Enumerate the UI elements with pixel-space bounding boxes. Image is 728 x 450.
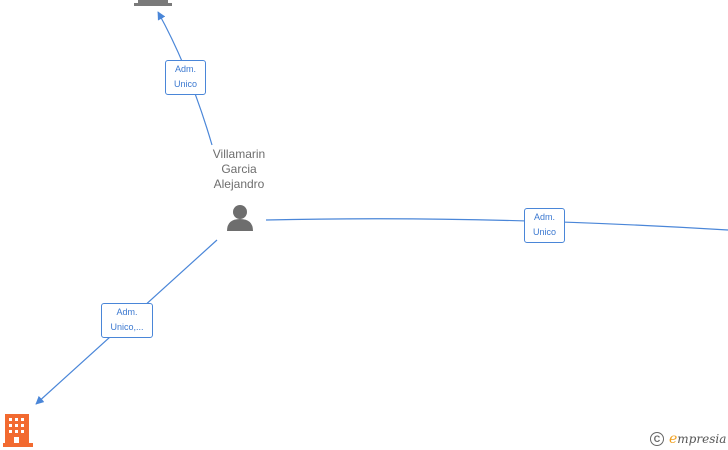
company-top-building-icon[interactable] [134,0,172,6]
person-name-line: Garcia [221,162,257,176]
footer-brand: C empresia [650,430,726,448]
person-name[interactable]: Villamarin Garcia Alejandro [196,147,282,192]
edge-label-line: Unico [173,79,197,89]
edge-label-line: Adm. [533,212,555,222]
edge-label-right[interactable]: Adm. Unico [524,208,565,243]
edge-right [265,218,728,231]
edge-label-line: Unico,... [110,322,144,332]
edge-label-top[interactable]: Adm. Unico [165,60,206,95]
edge-label-line: Adm. [116,307,138,317]
company-bottom-building-icon[interactable] [3,414,33,447]
edge-label-bottom-left[interactable]: Adm. Unico,... [101,303,153,338]
person-name-line: Alejandro [213,177,265,191]
edge-label-line: Adm. [174,64,196,74]
copyright-icon: C [650,432,664,446]
edge-label-line: Unico [532,227,556,237]
brand-logo: empresia [669,431,726,447]
brand-name: mpresia [677,432,727,446]
person-name-line: Villamarin [212,147,266,161]
person-icon[interactable] [227,205,253,231]
brand-initial: e [669,431,678,447]
